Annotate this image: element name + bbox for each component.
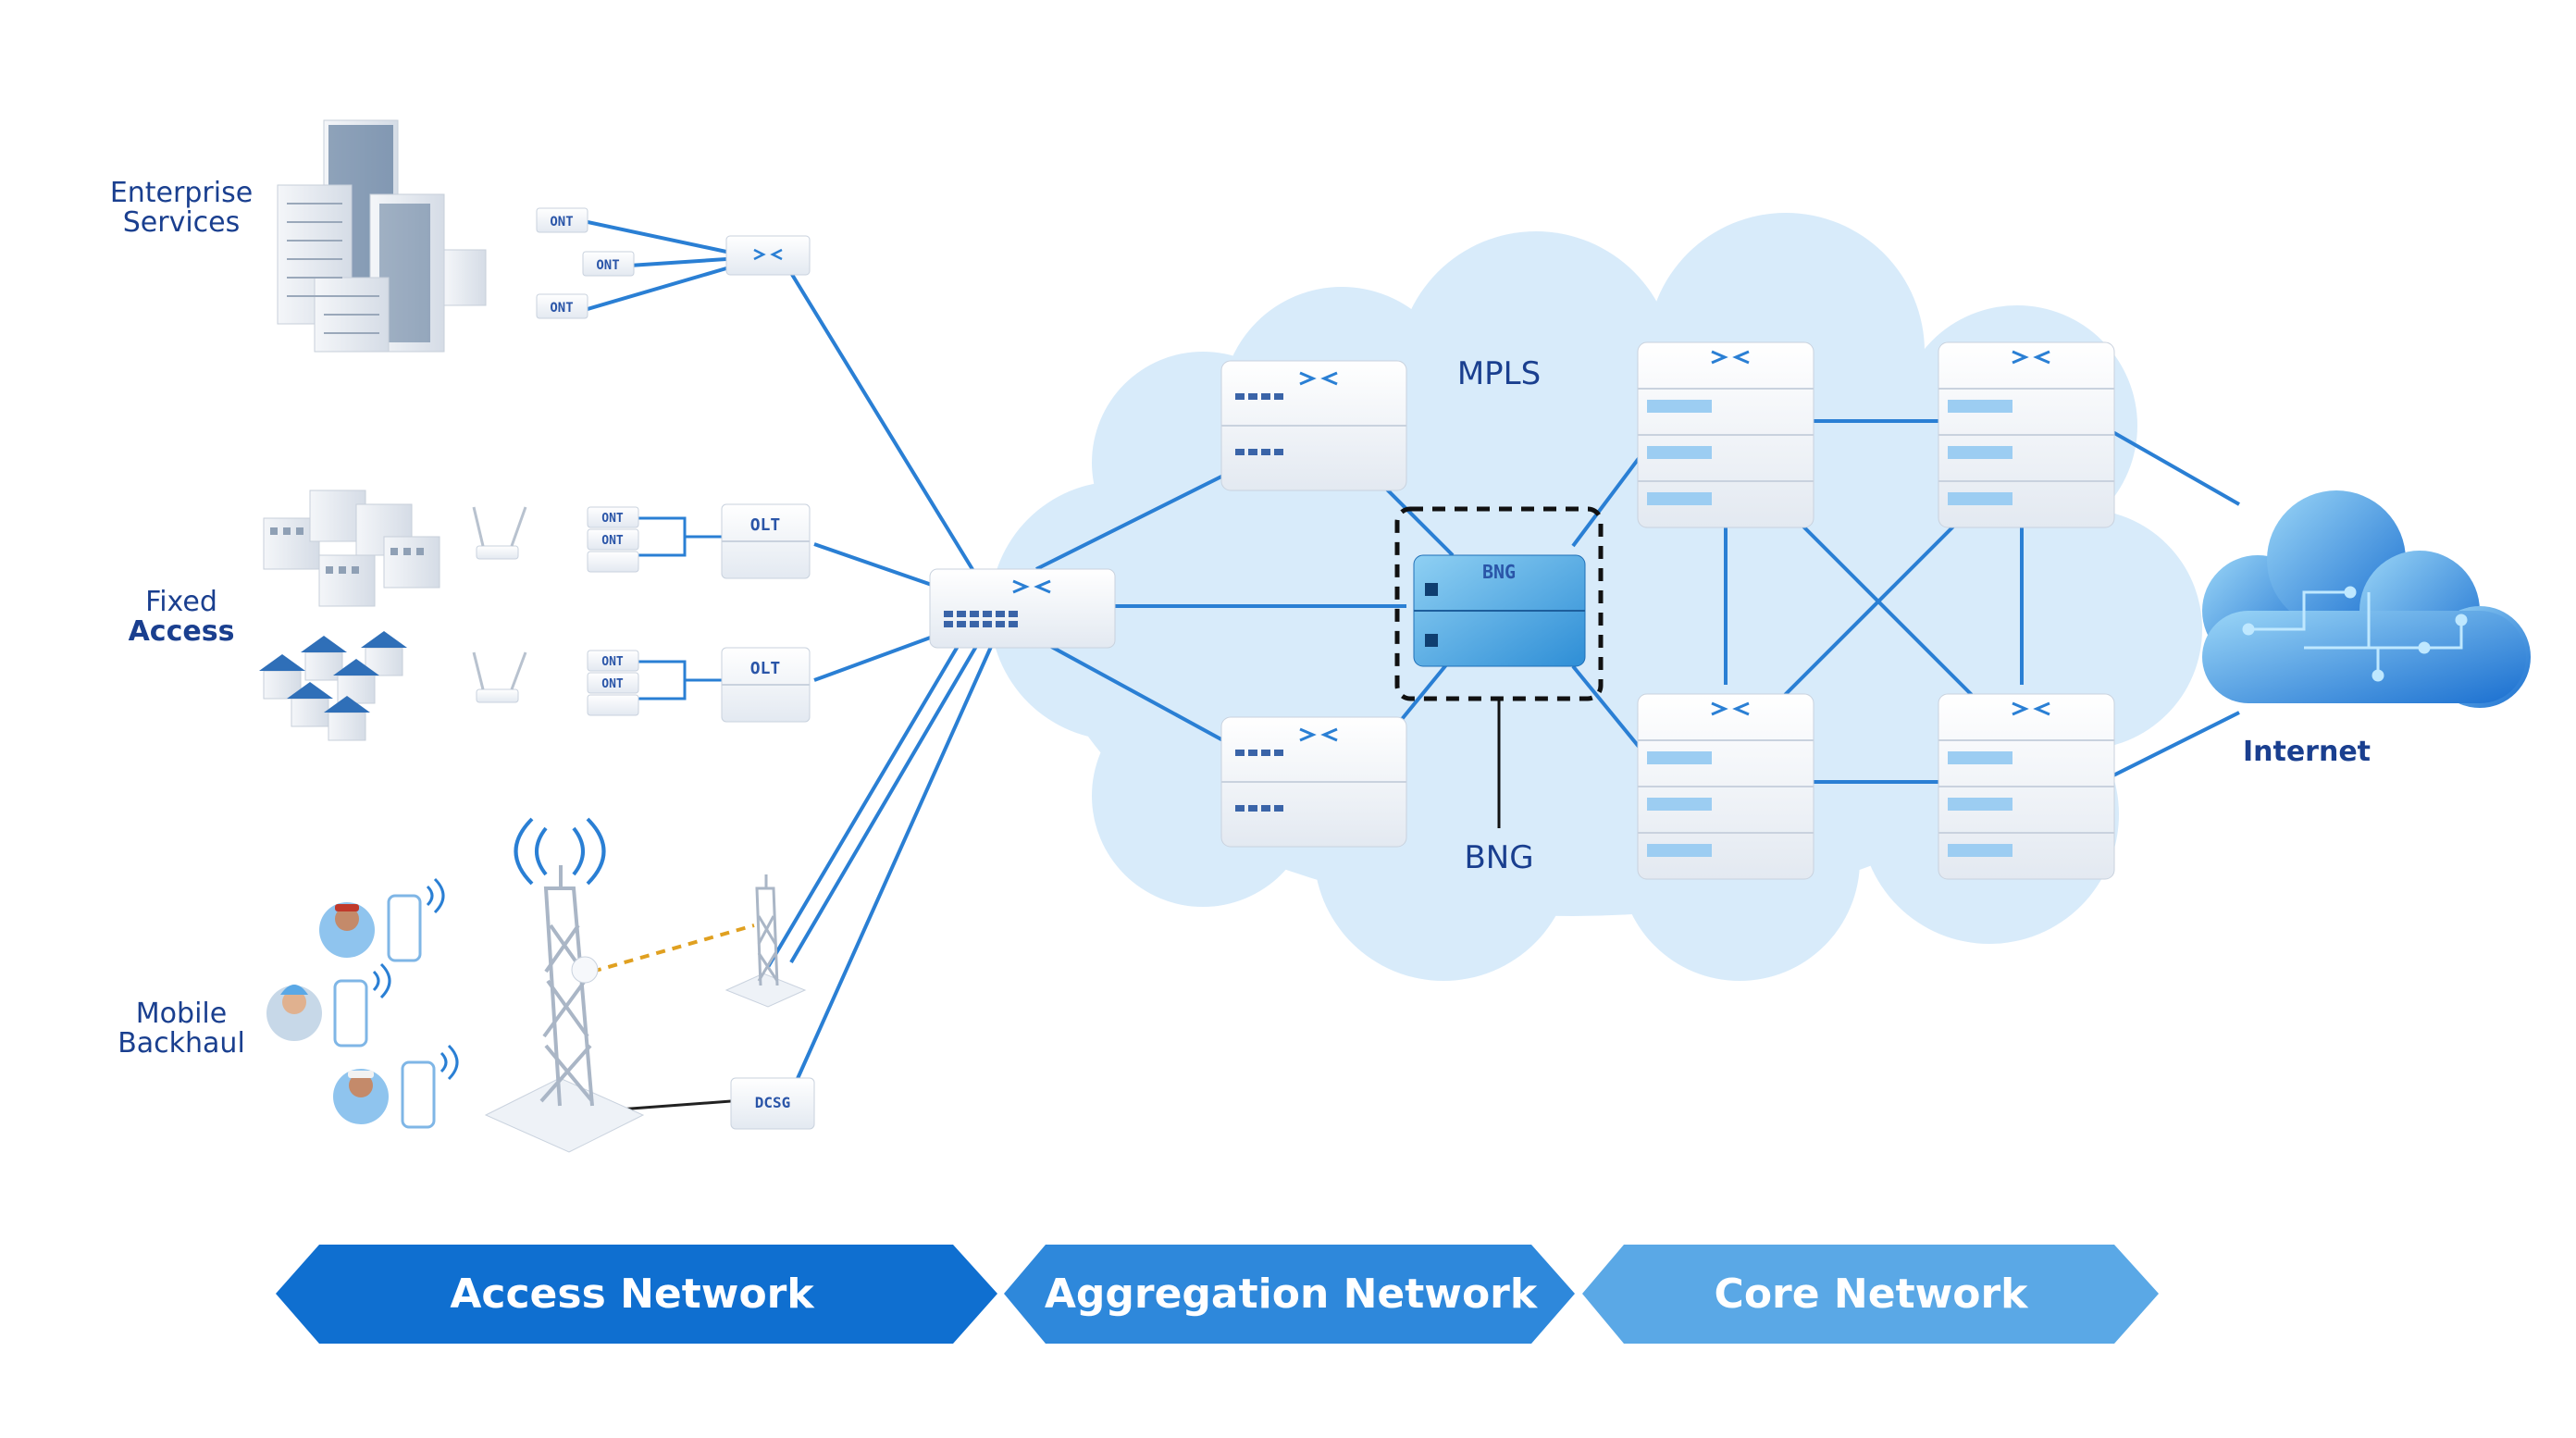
houses-icon <box>259 631 407 741</box>
ont-stack-2: ONT ONT <box>587 650 639 716</box>
ont-device: ONT <box>582 251 635 277</box>
internet-cloud-icon <box>2202 490 2531 708</box>
links <box>587 220 2240 1084</box>
core-router-bottom-right <box>1938 693 2115 880</box>
link-agg-router-top <box>1035 465 1241 571</box>
phone-icon <box>401 1044 459 1129</box>
label-enterprise-2: Services <box>123 206 241 239</box>
svg-text:BNG: BNG <box>1482 561 1516 583</box>
enterprise-switch-icon <box>725 235 811 276</box>
phone-icon <box>387 877 445 962</box>
band-core-network: Core Network <box>1582 1245 2159 1344</box>
link-ont3-switch <box>587 267 727 311</box>
ont-device: ONT <box>536 207 588 233</box>
enterprise-buildings-icon <box>277 119 487 353</box>
ont-device: ONT <box>536 293 588 319</box>
wifi-router-icon <box>472 506 527 560</box>
link-dcsg-agg <box>794 638 997 1084</box>
label-mobile-2: Backhaul <box>118 1027 245 1060</box>
svg-text:Access Network: Access Network <box>450 1271 815 1318</box>
svg-text:OLT: OLT <box>750 515 781 535</box>
link-agg-router-bottom <box>1035 637 1241 751</box>
link-core-internet-bottom <box>2109 711 2240 779</box>
olt-device: OLT <box>721 503 811 579</box>
core-router-top-left <box>1637 341 1814 528</box>
olt-device: OLT <box>721 647 811 723</box>
svg-text:Aggregation Network: Aggregation Network <box>1045 1271 1539 1318</box>
person-avatar <box>333 1069 389 1124</box>
link-ont1-switch <box>587 220 727 254</box>
core-router-top-right <box>1938 341 2115 528</box>
cell-tower-icon <box>484 817 645 1153</box>
core-router-bottom-left <box>1637 693 1814 880</box>
residential-buildings-icon <box>263 490 440 607</box>
svg-text:Core Network: Core Network <box>1715 1271 2030 1318</box>
dcsg-device: DCSG <box>730 1077 815 1130</box>
svg-text:ONT: ONT <box>596 258 619 273</box>
label-fixed-1: Fixed <box>145 586 217 618</box>
internet-circuit-pattern <box>2242 586 2468 682</box>
svg-text:ONT: ONT <box>601 534 624 548</box>
person-avatar <box>266 985 322 1041</box>
person-avatar <box>319 902 375 958</box>
link-core-diag2 <box>1775 498 1982 705</box>
svg-text:ONT: ONT <box>601 655 624 669</box>
bng-device: BNG <box>1413 554 1586 667</box>
aggregation-switch-icon <box>929 568 1116 649</box>
label-enterprise-1: Enterprise <box>110 177 253 209</box>
svg-text:OLT: OLT <box>750 659 781 678</box>
band-aggregation-network: Aggregation Network <box>1004 1245 1575 1344</box>
svg-text:ONT: ONT <box>601 677 624 691</box>
label-fixed-2: Access <box>129 615 235 648</box>
svg-text:ONT: ONT <box>550 301 573 316</box>
link-tower-radio <box>591 924 755 973</box>
link-ent-switch-agg <box>789 271 983 585</box>
mpls-label: MPLS <box>1457 355 1541 392</box>
bng-label: BNG <box>1464 839 1533 876</box>
phone-icon <box>333 962 391 1048</box>
aggregation-router-top <box>1220 360 1407 491</box>
wifi-router-icon <box>472 651 527 703</box>
svg-text:ONT: ONT <box>550 215 573 229</box>
label-mobile-1: Mobile <box>136 998 227 1030</box>
olt-brackets <box>638 516 722 700</box>
aggregation-router-bottom <box>1220 716 1407 848</box>
ont-stack-1: ONT ONT <box>587 506 639 573</box>
svg-text:ONT: ONT <box>601 512 624 526</box>
band-access-network: Access Network <box>276 1245 997 1344</box>
svg-text:DCSG: DCSG <box>755 1094 791 1111</box>
link-core-internet-top <box>2109 428 2240 506</box>
internet-label: Internet <box>2243 736 2371 768</box>
link-small-tower-agg-2 <box>766 637 964 969</box>
link-small-tower-agg <box>789 637 983 964</box>
small-cell-tower-icon <box>724 874 807 1008</box>
